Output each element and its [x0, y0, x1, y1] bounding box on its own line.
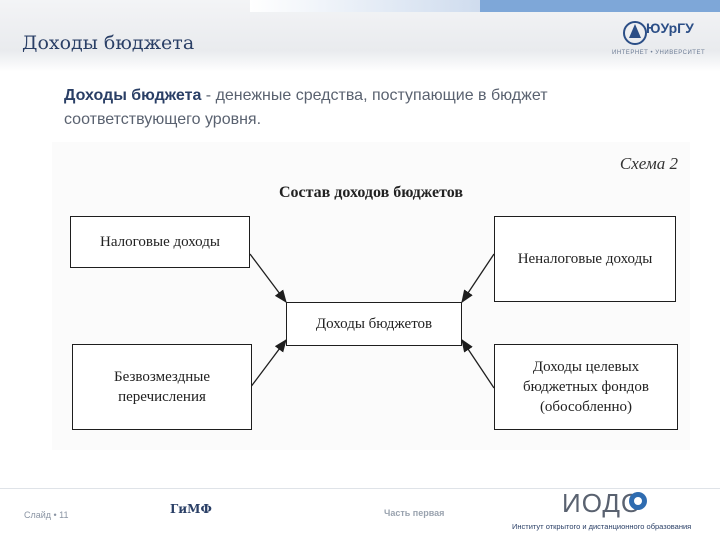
scheme-title: Состав доходов бюджетов [278, 184, 464, 201]
arrow-top-left [249, 253, 287, 304]
node-target-funds-line1: Доходы целевых [532, 359, 640, 375]
scheme-connectors [249, 253, 495, 389]
node-target-funds-revenue: Доходы целевых бюджетных фондов (обособл… [494, 344, 678, 430]
node-gratuitous-transfers-line1: Безвозмездные [114, 369, 210, 385]
part-label: Часть первая [384, 508, 445, 518]
node-target-funds-line2: бюджетных фондов [523, 379, 649, 395]
slide-title: Доходы бюджета [22, 32, 195, 54]
definition-term: Доходы бюджета [64, 87, 202, 104]
node-gratuitous-transfers-line2: перечисления [118, 389, 206, 405]
university-logo-subtitle: ИНТЕРНЕТ • УНИВЕРСИТЕТ [612, 50, 706, 56]
arrow-bottom-right [461, 338, 495, 389]
footer-divider [0, 488, 720, 489]
definition-body: - денежные средства, поступающие в бюдже… [64, 87, 548, 128]
slide-number: Слайд • 11 [24, 510, 69, 520]
header-band [0, 0, 720, 72]
department-label: ГиМФ [170, 502, 212, 516]
definition-text: Доходы бюджета - денежные средства, пост… [64, 84, 684, 132]
node-gratuitous-transfers: Безвозмездные перечисления [72, 344, 252, 430]
institute-logo: ИОДО [560, 486, 656, 525]
node-target-funds-line3: (обособленно) [539, 399, 633, 415]
university-logo-text: ЮУрГУ [646, 20, 694, 36]
university-emblem-icon [623, 21, 647, 45]
node-non-tax-revenue: Неналоговые доходы [494, 216, 676, 302]
institute-logo-text: ИОДО [562, 488, 642, 518]
header-accent-gradient [250, 0, 480, 12]
arrow-top-right [461, 253, 495, 304]
scheme-label: Схема 2 [619, 154, 678, 173]
header-accent-bar [480, 0, 720, 12]
arrow-bottom-left [249, 338, 287, 389]
institute-name: Институт открытого и дистанционного обра… [512, 522, 692, 531]
institute-logo-icon: ИОДО [562, 488, 647, 518]
node-tax-revenue: Налоговые доходы [70, 216, 250, 268]
university-logo [612, 18, 712, 62]
node-budget-revenue: Доходы бюджетов [286, 302, 462, 346]
scheme-diagram: Схема 2 Состав доходов бюджетов Налоговы… [52, 142, 690, 450]
